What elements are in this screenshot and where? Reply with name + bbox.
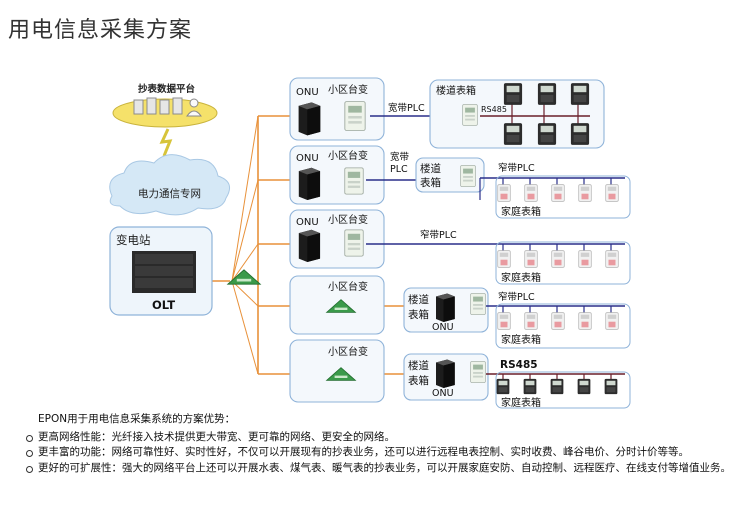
row-5: 小区台变 楼道 表箱 ONU RS485 家庭表箱 <box>289 339 631 409</box>
home-box-2 <box>495 175 631 219</box>
broadband-plc-label-1: 宽带PLC <box>388 102 425 114</box>
list-item: 更丰富的功能：网络可靠性好、实时性好，不仅可以开展现有的抄表业务，还可以进行远程… <box>24 445 740 461</box>
onu-label-4: ONU <box>432 322 454 333</box>
onu-device-icon-5 <box>436 359 455 388</box>
meter-icon-3d <box>578 250 592 268</box>
row-2: ONU 小区台变 宽带 PLC 楼道 表箱 窄带PLC 家庭表箱 <box>289 145 631 219</box>
meter-icon-4e <box>605 312 619 330</box>
row-3: ONU 小区台变 窄带PLC 家庭表箱 <box>289 209 631 285</box>
meter-icon-1d <box>503 123 523 145</box>
district-label-2: 小区台变 <box>328 149 368 162</box>
building-box-line2-2: 表箱 <box>420 176 441 189</box>
meter-icon-2e <box>605 184 619 202</box>
meter-icon-4b <box>524 312 538 330</box>
building-box-line1-4: 楼道 <box>408 293 429 306</box>
rs485-label-5: RS485 <box>500 359 538 371</box>
meter-icon-1f <box>570 123 590 145</box>
onu-device-icon-3 <box>298 229 321 262</box>
meter-icon-5c <box>550 378 564 395</box>
building-box-line2-4: 表箱 <box>408 308 429 321</box>
onu-device-icon-4 <box>436 293 455 322</box>
meter-icon-5d <box>577 378 591 395</box>
meter-icon-5e <box>604 378 618 395</box>
olt-label: OLT <box>152 298 175 312</box>
list-item: 更好的可扩展性：强大的网络平台上还可以开展水表、煤气表、暖气表的抄表业务，可以开… <box>24 461 740 477</box>
building-box-label-1: 楼道表箱 <box>436 84 476 97</box>
meter-icon-3a <box>497 250 511 268</box>
substation-label: 变电站 <box>116 233 151 247</box>
broadband-plc-line1: 宽带 <box>390 151 410 163</box>
home-box-label-5: 家庭表箱 <box>501 396 541 409</box>
home-box-label-3: 家庭表箱 <box>501 271 541 284</box>
meter-icon-1b <box>537 83 557 105</box>
network-label: 电力通信专网 <box>138 187 201 200</box>
collector-icon-4 <box>470 293 486 315</box>
meter-data-platform: 抄表数据平台 <box>112 83 218 128</box>
substation: 变电站 OLT <box>109 226 213 316</box>
concentrator-icon-2 <box>344 167 364 195</box>
onu-label-1: ONU <box>296 87 319 98</box>
meter-icon-2b <box>524 184 538 202</box>
building-box-1 <box>429 79 605 149</box>
onu-device-icon-2 <box>298 167 321 200</box>
district-label-1: 小区台变 <box>328 83 368 96</box>
meter-icon-4a <box>497 312 511 330</box>
narrowband-plc-label-2: 窄带PLC <box>498 162 535 174</box>
broadband-plc-line2: PLC <box>390 164 408 175</box>
meter-icon-5b <box>523 378 537 395</box>
row-1: ONU 小区台变 宽带PLC 楼道表箱 RS485 <box>289 77 605 149</box>
home-box-3 <box>495 241 631 285</box>
meter-icon-1a <box>503 83 523 105</box>
district-label-3: 小区台变 <box>328 213 368 226</box>
platform-label: 抄表数据平台 <box>138 83 196 95</box>
server-icon <box>133 97 183 115</box>
rs485-label-1: RS485 <box>481 105 507 114</box>
home-box-label-2: 家庭表箱 <box>501 205 541 218</box>
onu-label-3: ONU <box>296 217 319 228</box>
meter-icon-1e <box>537 123 557 145</box>
notes-list: 更高网络性能：光纤接入技术提供更大带宽、更可靠的网络、更安全的网络。 更丰富的功… <box>24 430 740 477</box>
collector-icon-2 <box>460 165 476 187</box>
notes-heading: EPON用于用电信息采集系统的方案优势： <box>38 413 236 425</box>
meter-icon-5a <box>496 378 510 395</box>
building-box-line1-2: 楼道 <box>420 162 441 175</box>
meter-icon-3b <box>524 250 538 268</box>
concentrator-icon-3 <box>344 229 364 257</box>
list-item: 更高网络性能：光纤接入技术提供更大带宽、更可靠的网络、更安全的网络。 <box>24 430 740 446</box>
onu-device-icon-1 <box>298 102 321 136</box>
narrowband-plc-label-4: 窄带PLC <box>498 291 535 303</box>
lightning-icon <box>159 128 173 157</box>
home-box-4 <box>495 303 631 349</box>
page-title: 用电信息采集方案 <box>8 18 193 43</box>
network-cloud: 电力通信专网 <box>109 154 231 216</box>
meter-icon-2c <box>551 184 565 202</box>
onu-label-5: ONU <box>432 388 454 399</box>
meter-icon-2d <box>578 184 592 202</box>
concentrator-icon-1 <box>344 101 366 131</box>
collector-icon-5 <box>470 361 486 383</box>
olt-device <box>132 251 196 293</box>
meter-icon-3e <box>605 250 619 268</box>
district-label-4: 小区台变 <box>328 280 368 293</box>
meter-icon-3c <box>551 250 565 268</box>
meter-icon-4d <box>578 312 592 330</box>
home-box-5 <box>495 371 631 409</box>
home-box-label-4: 家庭表箱 <box>501 333 541 346</box>
network-diagram: 抄表数据平台 电力通信专网 变电站 OLT ONU 小区 <box>109 77 631 409</box>
narrowband-plc-label-3: 窄带PLC <box>420 229 457 241</box>
row-4: 小区台变 楼道 表箱 ONU 窄带PLC 家庭表箱 <box>289 275 631 349</box>
building-box-line2-5: 表箱 <box>408 374 429 387</box>
collector-icon-1 <box>462 104 478 126</box>
meter-icon-4c <box>551 312 565 330</box>
meter-icon-1c <box>570 83 590 105</box>
building-box-line1-5: 楼道 <box>408 359 429 372</box>
advantages-notes: EPON用于用电信息采集系统的方案优势： 更高网络性能：光纤接入技术提供更大带宽… <box>24 412 740 476</box>
user-icon <box>186 98 202 117</box>
district-label-5: 小区台变 <box>328 345 368 358</box>
onu-label-2: ONU <box>296 153 319 164</box>
fiber-fan <box>231 115 259 375</box>
meter-icon-2a <box>497 184 511 202</box>
